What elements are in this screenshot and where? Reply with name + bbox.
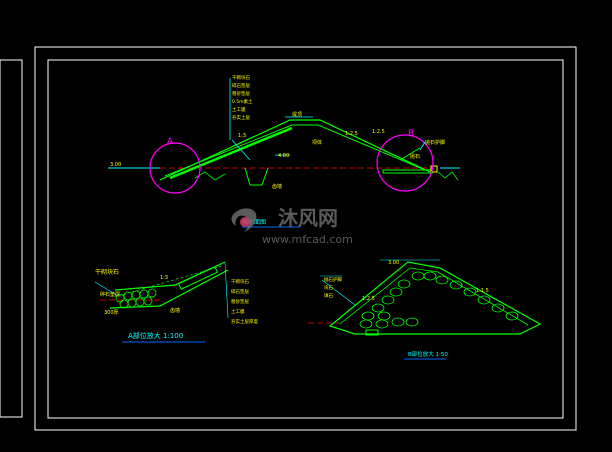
center-note: 坝体 <box>312 139 322 146</box>
detail-a-title: A部位放大 1:100 <box>128 331 183 340</box>
detail-a <box>94 261 229 319</box>
slope-label-right: 1:2.5 <box>372 129 385 135</box>
callout-circle-b <box>376 134 434 192</box>
callout-a-label: A <box>167 137 174 147</box>
dim-left-label: 3.00 <box>110 162 121 168</box>
detail-b-title: B部位放大 1:50 <box>408 350 448 358</box>
ground-hatch-left <box>194 171 226 181</box>
detail-a-notes: 干砌块石 碎石垫层 粗砂垫层 土工膜 夯实土层厚度 <box>231 278 258 325</box>
detail-a-stones <box>115 288 157 309</box>
detail-a-note: 干砌块石 <box>231 278 249 285</box>
toe-note-right: 抛石 <box>410 153 420 160</box>
leader-a <box>231 139 251 161</box>
detail-a-inner-line <box>117 265 223 297</box>
detail-a-leader-left <box>94 281 119 297</box>
crest-label: 堤顶 <box>292 111 302 118</box>
detail-a-note: 夯实土层厚度 <box>231 318 258 325</box>
slope-right-label: 1:2.5 <box>345 131 358 137</box>
detail-b-outline <box>328 261 542 335</box>
toe-note-left: 齿墙 <box>272 183 282 190</box>
detail-b-foot <box>365 329 379 336</box>
detail-a-sub: 碎石垫层 <box>100 291 120 298</box>
detail-b-note: 填石 <box>324 292 333 299</box>
revetment-layer <box>169 126 293 180</box>
inner-frame <box>47 59 564 419</box>
toe-block <box>382 169 433 174</box>
watermark-logo-icon <box>231 208 257 232</box>
ground-hatch-right <box>437 171 459 181</box>
left-frame <box>0 59 23 418</box>
toe-trench <box>244 167 269 186</box>
main-layer-notes: 干砌块石 碎石垫层 粗砂垫层 0.5m素土 土工膜 夯实土层 <box>232 74 253 121</box>
detail-a-note: 土工膜 <box>231 308 245 315</box>
detail-b-slope: 1:2.5 <box>362 296 375 302</box>
outer-frame <box>34 46 577 431</box>
watermark-brand: 沐风网 <box>278 206 338 230</box>
detail-b-stones <box>359 271 519 329</box>
toe-marker <box>430 165 438 173</box>
detail-b <box>308 259 542 336</box>
layer-note: 干砌块石 <box>232 74 250 81</box>
embankment-lining <box>164 124 426 177</box>
callout-circle-a <box>149 142 201 194</box>
detail-b-note: 抛石护脚 <box>324 276 342 283</box>
watermark-url: www.mfcad.com <box>262 233 353 246</box>
detail-a-left: 300厚 <box>104 310 119 316</box>
detail-b-note: 块石 <box>324 284 333 291</box>
small-note: 4.80 <box>278 153 289 159</box>
detail-b-inner <box>339 267 529 326</box>
layer-note: 粗砂垫层 <box>232 90 250 97</box>
detail-a-note: 粗砂垫层 <box>231 298 249 305</box>
layer-note: 夯实土层 <box>232 114 250 121</box>
b-note: 抛石护脚 <box>425 139 445 146</box>
detail-a-slope: 1:3 <box>160 275 168 281</box>
layer-note: 碎石垫层 <box>232 82 250 89</box>
leader-b <box>419 141 426 151</box>
detail-a-label: 干砌块石 <box>95 268 119 276</box>
detail-a-extra: 齿墙 <box>170 307 180 314</box>
layer-note: 0.5m素土 <box>232 98 253 105</box>
detail-b-notes: 抛石护脚 块石 填石 <box>324 276 342 299</box>
detail-a-block <box>177 266 219 290</box>
detail-b-top: 3.00 <box>388 260 399 266</box>
callout-b-label: B <box>408 129 414 139</box>
inner-slope-line <box>399 147 421 161</box>
main-section <box>108 78 460 194</box>
watermark: 沐风网 www.mfcad.com <box>231 206 353 246</box>
slope-left-label: 1:3 <box>238 133 246 139</box>
detail-a-leader <box>224 261 229 319</box>
detail-b-leader <box>321 279 356 306</box>
embankment-outline <box>159 119 431 181</box>
detail-b-right: 1:1.5 <box>476 288 489 294</box>
layer-note: 土工膜 <box>232 106 246 113</box>
detail-a-note: 碎石垫层 <box>231 288 249 295</box>
